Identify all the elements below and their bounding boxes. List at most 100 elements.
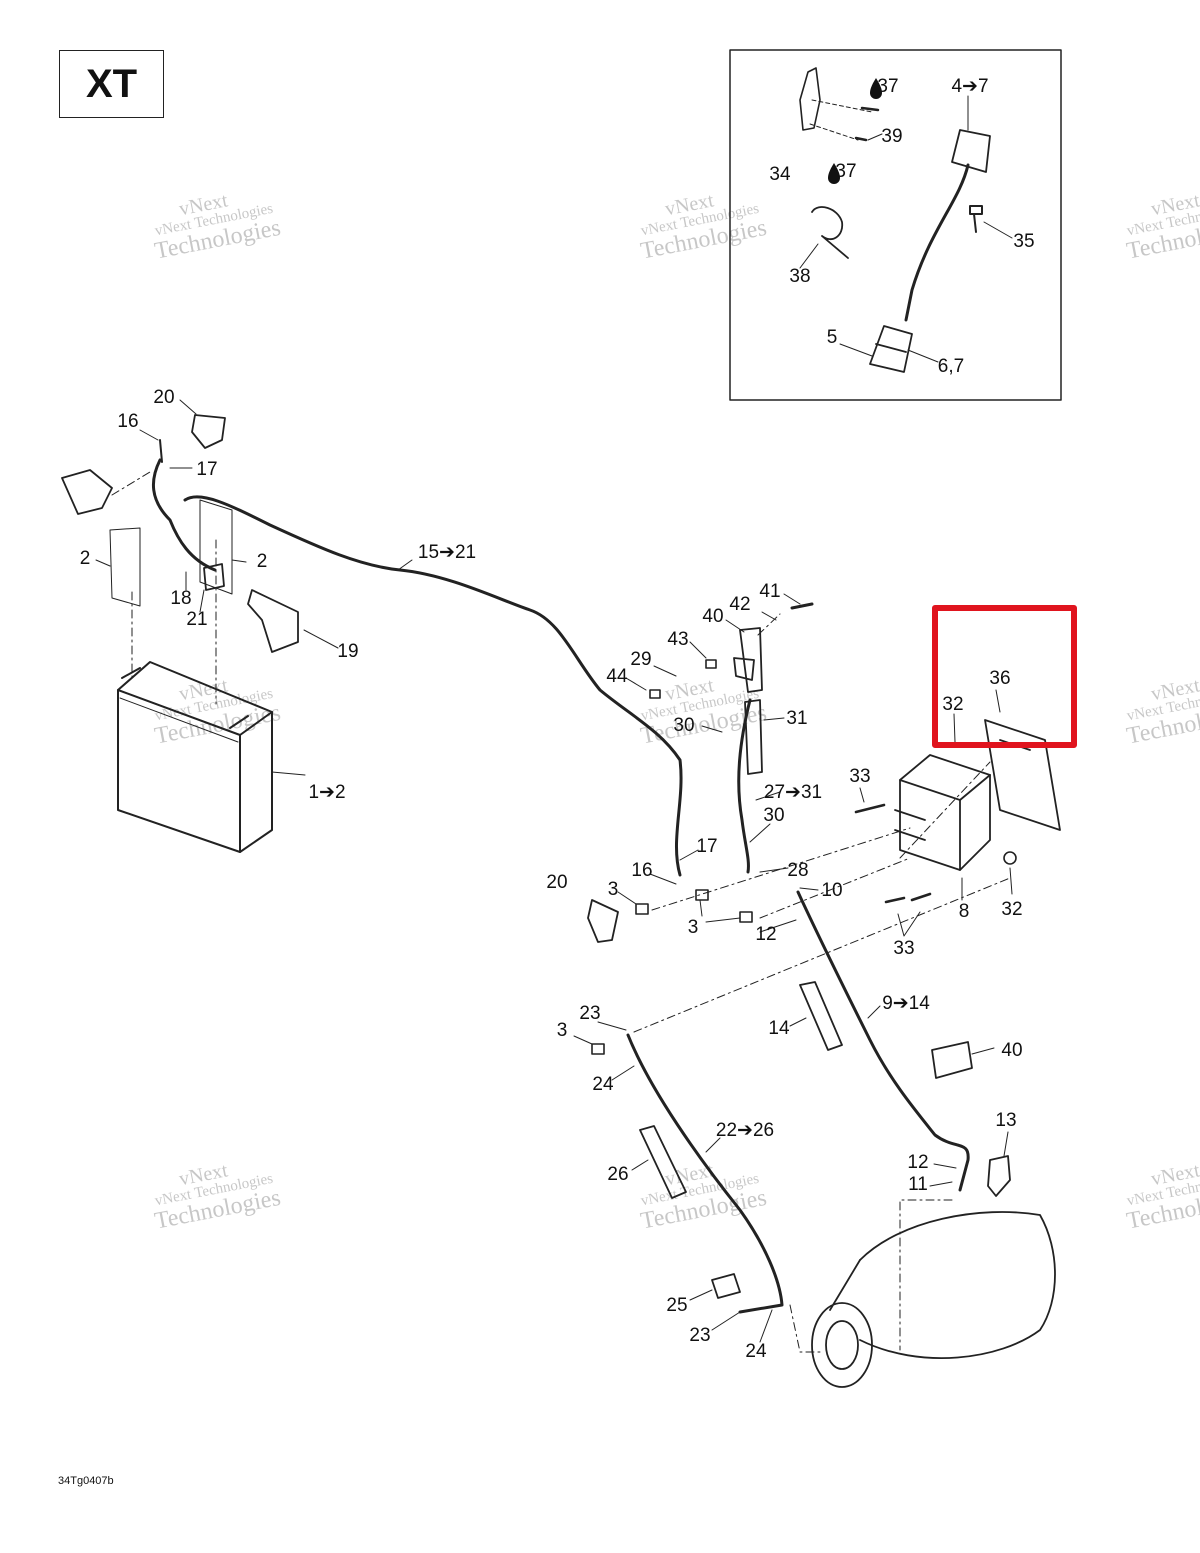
callout-label: 37 [835, 161, 856, 182]
callout-label: 20 [153, 387, 174, 408]
callout-label: 11 [908, 1174, 928, 1195]
connector-plug-part [869, 325, 913, 373]
terminal-cap-part [987, 1155, 1011, 1197]
sensor-wire-part [904, 163, 970, 322]
callout-label: 12 [907, 1152, 928, 1173]
nut-part [635, 903, 649, 915]
callout-label: 20 [546, 872, 567, 893]
detail-inset-frame [729, 49, 1062, 401]
callout-label: 41 [759, 581, 780, 602]
callout-label: 36 [989, 668, 1010, 689]
bolt-part [790, 602, 814, 610]
callout-label: 28 [787, 860, 808, 881]
cable-tie-part [811, 206, 849, 259]
nut-part [695, 889, 709, 901]
callout-label: 23 [689, 1325, 710, 1346]
callout-label: 42 [729, 594, 750, 615]
callout-label: 6,7 [938, 356, 964, 377]
oil-drop-icon [828, 163, 840, 184]
mounting-bracket-part [984, 719, 1061, 831]
callout-label: 13 [995, 1110, 1016, 1131]
callout-label: 12 [755, 924, 776, 945]
screw-part [854, 106, 880, 142]
nut-part [649, 689, 661, 699]
battery-part [117, 661, 273, 853]
leader-lines [95, 399, 1013, 1343]
callout-label: 8 [959, 901, 970, 922]
callout-label: 16 [631, 860, 652, 881]
terminal-cap-part [711, 1273, 741, 1299]
callout-label: 24 [592, 1074, 614, 1095]
callout-label: 25 [666, 1295, 687, 1316]
callout-label: 32 [1001, 899, 1022, 920]
callout-label: 19 [337, 641, 358, 662]
callout-label: 30 [673, 715, 694, 736]
callout-label: 33 [893, 938, 914, 959]
callout-label: 38 [789, 266, 810, 287]
callout-label: 30 [763, 805, 784, 826]
oil-drop-icon [870, 78, 882, 99]
starter-motor-part [811, 1211, 1056, 1388]
sleeve-part [744, 699, 763, 775]
nut-part [591, 1043, 605, 1055]
callout-label: 31 [786, 708, 807, 729]
highlight-box [932, 605, 1077, 748]
boot-part [247, 589, 299, 653]
callout-label: 1➔2 [308, 782, 345, 803]
callout-label: 23 [579, 1003, 600, 1024]
callout-label: 34 [769, 164, 791, 185]
callout-label: 33 [849, 766, 870, 787]
callout-label: 5 [827, 327, 838, 348]
callout-label: 24 [745, 1341, 767, 1362]
callout-label: 2 [80, 548, 91, 569]
callout-label: 44 [606, 666, 628, 687]
callout-label: 18 [170, 588, 191, 609]
nut-part [705, 659, 717, 669]
wire-16 [159, 439, 163, 463]
washer-part [109, 499, 233, 607]
model-title-box: XT [59, 50, 164, 118]
callout-label: 10 [821, 880, 842, 901]
bracket-part [799, 67, 821, 131]
callout-label: 26 [607, 1164, 628, 1185]
connector-boot-part [587, 899, 619, 943]
callout-label: 43 [667, 629, 688, 650]
callout-label: 27➔31 [764, 782, 822, 803]
starter-cable-9 [796, 890, 970, 1192]
harness-27 [737, 698, 752, 874]
callout-label: 22➔26 [716, 1120, 774, 1141]
callout-label: 29 [630, 649, 651, 670]
clamp-part [733, 627, 763, 693]
assembly-lines [111, 471, 1011, 1353]
callout-label: 32 [942, 694, 963, 715]
connector-boot-part [191, 414, 226, 449]
callout-label: 2 [257, 551, 268, 572]
callout-label: 40 [702, 606, 723, 627]
callout-label: 35 [1013, 231, 1034, 252]
callout-label: 16 [117, 411, 138, 432]
terminal-cap-part [931, 1041, 973, 1079]
leader-line [809, 99, 873, 141]
callout-label: 14 [768, 1018, 790, 1039]
callout-label: 15➔21 [418, 542, 476, 563]
callout-label: 21 [186, 609, 207, 630]
callout-label: 3 [608, 879, 619, 900]
harness-15 [151, 458, 683, 877]
model-title: XT [85, 61, 138, 106]
diagram-code: 34Tg0407b [58, 1475, 114, 1487]
bracket-part [61, 469, 113, 515]
sleeve-part [639, 1125, 687, 1199]
callout-label: 39 [881, 126, 902, 147]
callout-label: 3 [688, 917, 699, 938]
callout-label: 40 [1001, 1040, 1022, 1061]
leader-line [799, 95, 1013, 363]
sleeve-part [799, 981, 843, 1051]
bolt-part [969, 205, 983, 233]
washer-part [1003, 851, 1017, 865]
callout-label: 17 [696, 836, 717, 857]
nut-part [739, 911, 753, 923]
battery-cable-23 [626, 1033, 784, 1314]
callout-label: 3 [557, 1020, 568, 1041]
callout-label: 9➔14 [882, 993, 930, 1014]
